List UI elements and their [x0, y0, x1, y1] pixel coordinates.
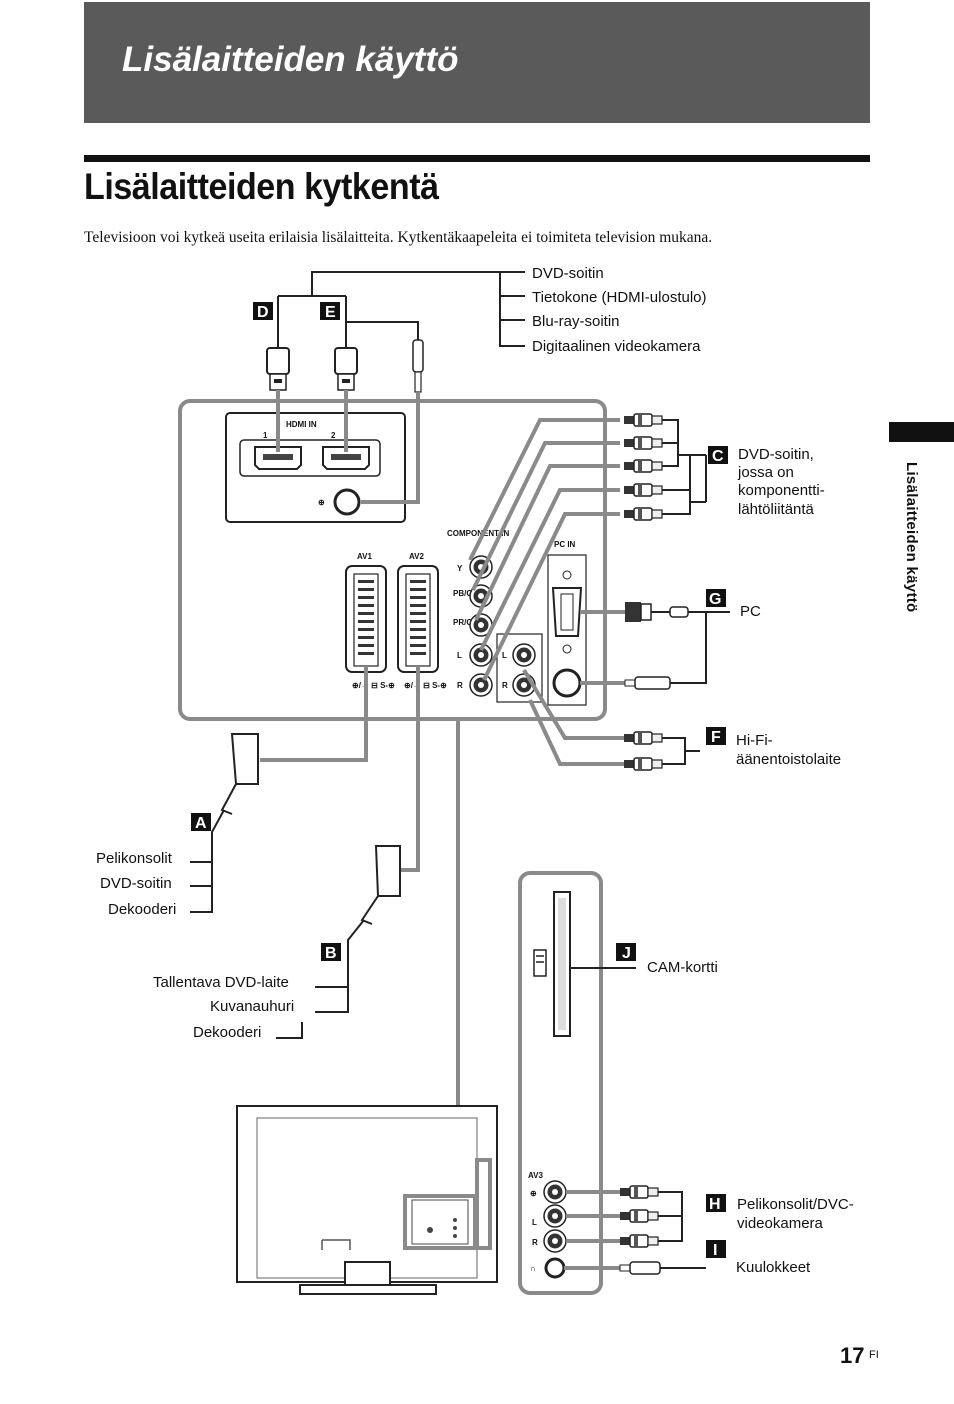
svg-text:I: I [713, 1242, 717, 1259]
intro-text: Televisioon voi kytkeä useita erilaisia … [84, 229, 713, 246]
av3-l-jack [543, 1204, 567, 1228]
badge-c: C [708, 446, 728, 465]
hdmi-plug-1 [266, 347, 290, 391]
side-tab-label: Lisälaitteiden käyttö [903, 462, 920, 613]
j-label: CAM-kortti [647, 959, 718, 976]
c-label-1: DVD-soitin, [738, 446, 814, 463]
svg-text:1: 1 [263, 431, 268, 440]
top-device-4: Digitaalinen videokamera [532, 338, 701, 355]
av3-label: AV3 [528, 1171, 544, 1180]
badge-i: I [706, 1240, 726, 1259]
svg-text:R: R [457, 681, 463, 690]
svg-text:Y: Y [457, 564, 463, 573]
i-label: Kuulokkeet [736, 1259, 811, 1276]
section-title: Lisälaitteiden käyttö [122, 40, 459, 79]
minijack-port [333, 488, 361, 516]
h-label-2: videokamera [737, 1215, 824, 1232]
h-label-1: Pelikonsolit/DVC- [737, 1196, 854, 1213]
tv-rear-illustration [236, 1105, 498, 1295]
badge-f: F [706, 727, 726, 746]
svg-text:PR/CR: PR/CR [453, 618, 478, 627]
svg-text:R: R [502, 681, 508, 690]
page-heading: Lisälaitteiden kytkentä [84, 166, 439, 207]
scart-b-cable [276, 666, 420, 1039]
side-tab-marker [889, 422, 954, 442]
av1-label: AV1 [357, 552, 373, 561]
svg-text:B: B [325, 945, 337, 962]
a-device-1: Pelikonsolit [96, 850, 173, 867]
side-panel: AV3 ⊕ L R ∩ [518, 871, 636, 1295]
vga-cable [580, 602, 730, 690]
g-label: PC [740, 603, 761, 620]
svg-text:⊕: ⊕ [530, 1189, 537, 1198]
svg-text:E: E [325, 304, 336, 321]
av2-label: AV2 [409, 552, 425, 561]
component-label: COMPONENT IN [447, 529, 509, 538]
svg-text:G: G [709, 591, 721, 608]
b-device-3: Dekooderi [193, 1024, 261, 1041]
svg-text:C: C [712, 448, 724, 465]
svg-text:2: 2 [331, 431, 336, 440]
page-number: 17 [840, 1343, 865, 1368]
svg-text:⊕/→ ⊟ S-⊕: ⊕/→ ⊟ S-⊕ [352, 681, 395, 690]
svg-text:⊕/→ ⊟ S-⊕: ⊕/→ ⊟ S-⊕ [404, 681, 447, 690]
b-device-1: Tallentava DVD-laite [153, 974, 289, 991]
svg-text:F: F [711, 729, 721, 746]
hdmi-plug-2 [334, 347, 358, 391]
component-bracket [662, 419, 707, 515]
badge-a: A [191, 813, 211, 832]
svg-text:∩: ∩ [530, 1264, 536, 1273]
svg-text:R: R [532, 1238, 538, 1247]
svg-text:H: H [709, 1196, 721, 1213]
f-label-1: Hi-Fi- [736, 732, 773, 749]
c-label-2: jossa on [737, 464, 794, 481]
heading-rule [84, 155, 870, 162]
badge-d: D [253, 302, 273, 321]
svg-text:L: L [502, 651, 507, 660]
badge-g: G [706, 589, 726, 608]
component-cables [468, 418, 620, 681]
svg-text:D: D [257, 304, 269, 321]
b-device-2: Kuvanauhuri [210, 998, 294, 1015]
badge-e: E [320, 302, 340, 321]
svg-text:L: L [457, 651, 462, 660]
hdmi-in-label: HDMI IN [286, 420, 317, 429]
top-device-2: Tietokone (HDMI-ulostulo) [532, 289, 707, 306]
svg-text:PB/CB: PB/CB [453, 589, 478, 598]
badge-h: H [706, 1194, 726, 1213]
svg-text:J: J [622, 945, 631, 962]
badge-j: J [616, 943, 636, 962]
top-devices-bracket: DVD-soitin Tietokone (HDMI-ulostulo) Blu… [277, 265, 707, 355]
hifi-cables [522, 668, 700, 771]
f-label-2: äänentoistolaite [736, 751, 841, 768]
section-banner: Lisälaitteiden käyttö [84, 2, 870, 123]
badge-b: B [321, 943, 341, 962]
av3-cables [564, 1185, 706, 1275]
av3-r-jack [543, 1229, 567, 1253]
a-device-3: Dekooderi [108, 901, 176, 918]
c-label-3: komponentti- [738, 482, 825, 499]
scart-a-cable [190, 666, 368, 913]
minijack-plug [412, 339, 424, 393]
rear-panel: HDMI IN 1 2 ⊕ AV1 AV2 ⊕/→ ⊟ S-⊕ ⊕/→ ⊟ S-… [178, 390, 607, 721]
top-device-3: Blu-ray-soitin [532, 313, 620, 330]
audio-out-l-jack [512, 643, 536, 667]
av3-video-jack [543, 1180, 567, 1204]
top-device-1: DVD-soitin [532, 265, 604, 282]
svg-text:A: A [195, 815, 207, 832]
svg-text:⊕: ⊕ [318, 498, 325, 507]
page-language-code: FI [869, 1349, 879, 1361]
headphone-jack [544, 1257, 566, 1279]
audio-r-jack [469, 673, 493, 697]
c-label-4: lähtöliitäntä [738, 501, 815, 518]
pc-audio-port [552, 668, 582, 698]
a-device-2: DVD-soitin [100, 875, 172, 892]
pc-in-label: PC IN [554, 540, 576, 549]
svg-text:L: L [532, 1218, 537, 1227]
component-plugs [623, 413, 663, 521]
